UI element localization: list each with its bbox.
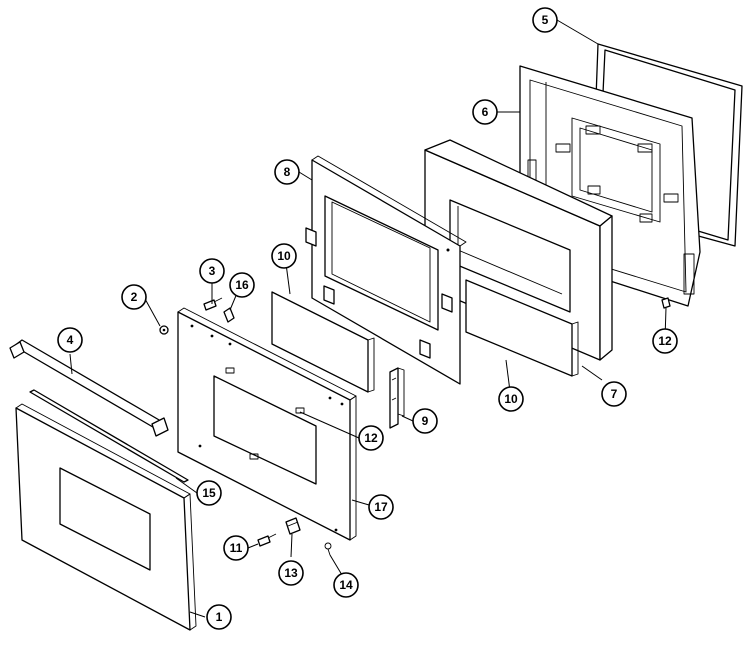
svg-text:11: 11 [230,541,243,555]
svg-text:1: 1 [216,610,223,624]
part-12-clip-right [661,297,671,309]
part-1-outer-door [15,403,197,631]
part-7-insulation-box [424,139,613,361]
callout-9: 9 [412,408,438,434]
svg-text:10: 10 [504,392,518,406]
svg-text:3: 3 [209,264,216,278]
part-2-nut [159,325,169,335]
part-10-glass-panel-left [271,291,375,393]
svg-text:5: 5 [542,13,549,27]
svg-text:17: 17 [374,500,388,514]
callout-15: 15 [196,480,222,506]
part-13-hinge-receptacle [285,517,301,535]
callout-7: 7 [601,381,627,407]
svg-text:7: 7 [611,387,618,401]
part-15-trim [29,389,189,483]
callout-8: 8 [274,159,300,185]
part-9-bracket [389,367,405,429]
svg-text:10: 10 [277,249,291,263]
part-11-screw [257,533,277,547]
svg-text:9: 9 [422,414,429,428]
svg-text:12: 12 [364,431,378,445]
svg-text:14: 14 [339,578,353,592]
callout-1: 1 [206,604,232,630]
callout-10-right: 10 [498,386,524,412]
callout-11: 11 [223,535,249,561]
svg-text:12: 12 [658,334,672,348]
part-17-front-panel [177,307,357,541]
callout-5: 5 [532,7,558,33]
callout-16: 16 [229,272,255,298]
part-10-glass-panel-right [465,279,579,377]
callout-3: 3 [199,258,225,284]
callout-14: 14 [333,572,359,598]
part-4-handle [9,339,169,437]
callout-4: 4 [57,327,83,353]
callout-17: 17 [368,494,394,520]
svg-text:13: 13 [284,566,298,580]
svg-text:4: 4 [67,333,74,347]
callout-10-left: 10 [271,243,297,269]
callout-2: 2 [121,284,147,310]
callout-12-right: 12 [652,328,678,354]
svg-text:6: 6 [482,105,489,119]
callout-13: 13 [278,560,304,586]
svg-text:16: 16 [235,278,249,292]
svg-text:8: 8 [284,165,291,179]
svg-text:15: 15 [202,486,216,500]
part-14-spring [324,542,332,556]
callout-6: 6 [472,99,498,125]
svg-text:2: 2 [131,290,138,304]
part-16-clip [223,307,235,323]
callout-12-center: 12 [358,425,384,451]
part-8-inner-panel [305,155,467,385]
part-3-screw [203,297,223,311]
